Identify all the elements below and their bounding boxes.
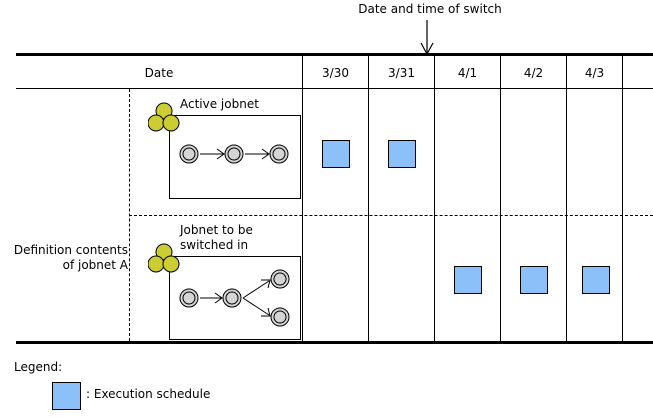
row-label-line-1: Definition contents bbox=[13, 243, 128, 257]
header-date-label: Date bbox=[144, 65, 174, 80]
jobnet-caption-active: Active jobnet bbox=[180, 97, 259, 111]
column-separator-1 bbox=[368, 56, 369, 344]
column-separator-5 bbox=[622, 56, 623, 344]
switch-annotation-label: Date and time of switch bbox=[358, 2, 502, 16]
column-separator-definition bbox=[302, 56, 303, 341]
legend-title: Legend: bbox=[14, 360, 63, 374]
column-separator-4 bbox=[566, 56, 567, 344]
jobnet-caption-switched-in: Jobnet to be switched in bbox=[180, 223, 253, 253]
jobnet-triple-circle-icon bbox=[147, 243, 182, 275]
header-column-4-1: 4/1 bbox=[457, 65, 478, 80]
legend-entry-label: : Execution schedule bbox=[86, 387, 211, 401]
header-column-4-2: 4/2 bbox=[523, 65, 544, 80]
header-column-4-3: 4/3 bbox=[584, 65, 605, 80]
jobnet-caption-line-1: Jobnet to be bbox=[180, 223, 253, 237]
down-arrow-icon bbox=[412, 20, 442, 56]
execution-schedule-swatch bbox=[52, 382, 81, 410]
jobnet-triple-circle-icon bbox=[147, 102, 182, 134]
jobnet-caption-line-2: switched in bbox=[180, 238, 249, 252]
header-column-3-30: 3/30 bbox=[322, 65, 349, 80]
row-divider-dashed bbox=[129, 215, 653, 216]
execution-schedule-marker-4-1 bbox=[454, 266, 482, 294]
jobnet-block-switched-in: Jobnet to be switched in bbox=[144, 223, 304, 341]
table-top-border bbox=[16, 53, 653, 56]
execution-schedule-marker-3-30 bbox=[322, 140, 350, 168]
execution-schedule-marker-3-31 bbox=[388, 140, 416, 168]
column-separator-3 bbox=[500, 56, 501, 344]
row-label-line-2: of jobnet A bbox=[62, 258, 128, 272]
execution-schedule-marker-4-2 bbox=[520, 266, 548, 294]
jobnet-flow-linear bbox=[177, 137, 292, 175]
jobnet-block-active: Active jobnet bbox=[144, 97, 304, 207]
schedule-table: Date 3/30 3/31 4/1 4/2 4/3 Definition co… bbox=[14, 53, 653, 344]
column-separator-2 bbox=[434, 56, 435, 344]
header-column-partial bbox=[623, 57, 653, 88]
row-label-definition-contents: Definition contents of jobnet A bbox=[0, 243, 128, 273]
header-separator bbox=[16, 88, 653, 89]
table-bottom-border bbox=[16, 341, 653, 344]
header-column-3-31: 3/31 bbox=[388, 65, 415, 80]
execution-schedule-marker-4-3 bbox=[582, 266, 610, 294]
jobnet-flow-branching bbox=[177, 267, 295, 333]
